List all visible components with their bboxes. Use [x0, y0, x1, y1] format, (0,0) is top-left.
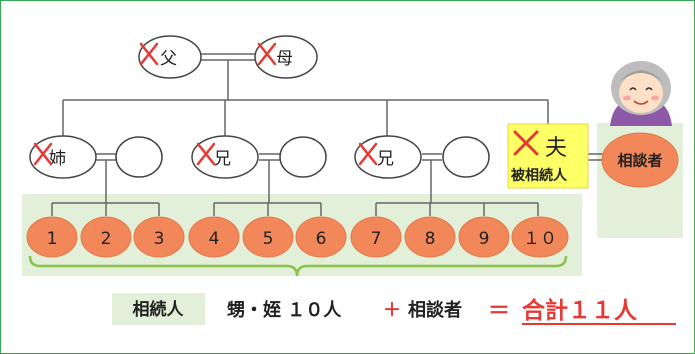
child-number: 8 — [425, 229, 436, 249]
child-node: 8 — [404, 216, 456, 258]
child-number: 6 — [316, 229, 327, 249]
brother1-label: 兄 — [214, 149, 231, 169]
cross-mark-icon — [257, 42, 277, 66]
summary-text: 甥・姪 １０人 — [227, 299, 342, 321]
cross-mark-icon — [33, 142, 53, 166]
child-node: 3 — [133, 216, 185, 258]
child-number: 7 — [371, 229, 382, 249]
sister-node: 姉 — [29, 135, 97, 179]
mother-label: 母 — [276, 49, 293, 69]
children-row: 1 2 3 4 5 6 7 8 9 １０ — [26, 216, 569, 258]
summary-total: 合計１１人 — [522, 297, 638, 324]
child-node: 4 — [188, 216, 240, 258]
brother2-label: 兄 — [377, 149, 394, 169]
cross-mark-icon — [139, 42, 159, 66]
consultant-label: 相談者 — [617, 152, 662, 170]
consultant-node: 相談者 — [601, 132, 679, 188]
heirs-label: 相続人 — [133, 299, 185, 320]
children-bracket — [28, 255, 568, 277]
child-oval — [242, 216, 294, 258]
husband-sublabel: 被相続人 — [511, 167, 568, 184]
child-node: 7 — [350, 216, 402, 258]
brother1-spouse-node — [279, 136, 327, 178]
child-number: 2 — [101, 229, 112, 249]
brother2-node: 兄 — [354, 135, 422, 179]
summary-row: 相続人 甥・姪 １０人 ＋ 相談者 ＝ 合計１１人 — [112, 293, 676, 325]
child-number: 5 — [263, 229, 274, 249]
child-oval — [350, 216, 402, 258]
child-number: １０ — [523, 229, 557, 249]
child-oval — [458, 216, 510, 258]
cross-mark-icon — [358, 142, 378, 166]
cross-mark-icon — [196, 142, 216, 166]
brother2-spouse-node — [442, 136, 490, 178]
child-oval — [133, 216, 185, 258]
child-node: 2 — [80, 216, 132, 258]
mother-node: 母 — [254, 35, 318, 79]
child-number: 3 — [154, 229, 165, 249]
child-oval — [188, 216, 240, 258]
child-oval — [295, 216, 347, 258]
brother1-node: 兄 — [191, 135, 259, 179]
child-oval — [26, 216, 78, 258]
father-node: 父 — [138, 35, 202, 79]
child-oval — [80, 216, 132, 258]
elderly-woman-illustration — [610, 61, 672, 126]
husband-label: 夫 — [545, 136, 567, 161]
equals-sign: ＝ — [488, 299, 510, 324]
child-number: 4 — [209, 229, 220, 249]
husband-node: 夫 被相続人 — [507, 123, 589, 189]
tree-lines — [51, 53, 603, 216]
summary-consultant: 相談者 — [408, 299, 462, 321]
sister-spouse-node — [115, 136, 163, 178]
child-node: 1 — [26, 216, 78, 258]
child-node: 6 — [295, 216, 347, 258]
father-label: 父 — [160, 49, 177, 69]
child-number: 9 — [479, 229, 490, 249]
plus-sign: ＋ — [383, 300, 401, 321]
heirs-label-box — [112, 293, 205, 325]
child-node: 5 — [242, 216, 294, 258]
cross-mark-icon — [513, 130, 539, 156]
sister-label: 姉 — [49, 149, 66, 169]
child-number: 1 — [47, 229, 58, 249]
child-node: １０ — [511, 216, 569, 258]
child-oval — [404, 216, 456, 258]
child-node: 9 — [458, 216, 510, 258]
child-oval — [511, 216, 569, 258]
